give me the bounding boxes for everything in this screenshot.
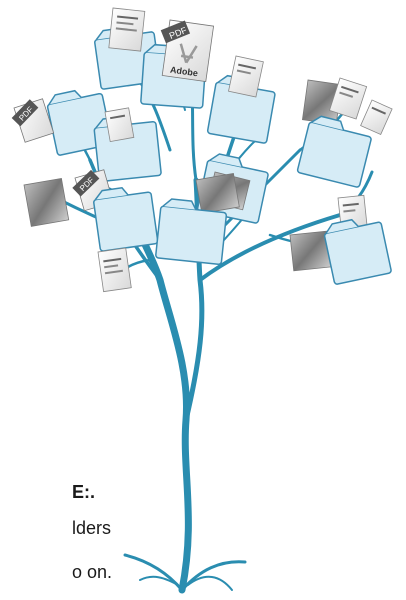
caption-line-1: E:. xyxy=(72,482,96,502)
document-icon xyxy=(104,107,135,143)
pdf-icon: PDF Adobe xyxy=(160,19,215,83)
folder-icon xyxy=(296,115,372,188)
caption-line-3: o on. xyxy=(72,562,113,582)
document-icon xyxy=(108,7,146,52)
document-icon xyxy=(360,99,393,136)
folder-icon xyxy=(93,187,159,252)
document-icon xyxy=(97,247,132,293)
document-icon xyxy=(328,77,368,120)
folder-icon xyxy=(323,218,392,285)
image-file-icon xyxy=(23,177,70,227)
image-file-icon xyxy=(195,172,240,214)
folder-icon xyxy=(155,198,228,266)
caption-line-2: lders xyxy=(72,518,112,538)
adobe-label: Adobe xyxy=(169,65,198,79)
pdf-icon: PDF xyxy=(11,98,55,143)
document-icon xyxy=(228,55,264,98)
